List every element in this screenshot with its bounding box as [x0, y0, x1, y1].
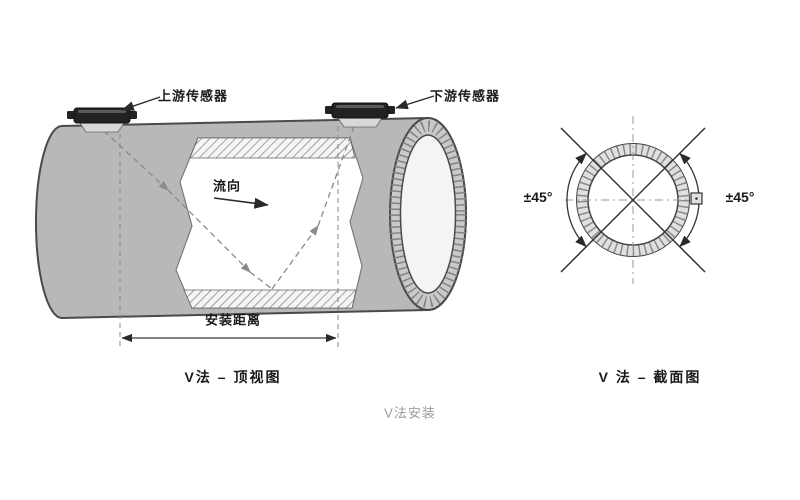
pipe-top-view — [35, 95, 467, 347]
pipe-cutaway — [175, 137, 364, 309]
figure-caption: V法安装 — [384, 405, 436, 421]
downstream-sensor-label: 下游传感器 — [429, 88, 501, 104]
flow-direction-arrow — [213, 197, 269, 209]
angle-arc-left — [566, 152, 587, 248]
pipe-cross-section — [560, 116, 706, 284]
downstream-leader-arrow — [395, 95, 435, 110]
downstream-sensor — [325, 102, 395, 128]
install-distance-label: 安装距离 — [204, 312, 262, 328]
section-view-caption: V 法 – 截面图 — [598, 369, 702, 385]
angle-right-label: ±45° — [725, 189, 755, 205]
section-diagonal-paths — [560, 127, 706, 273]
pipe-wall-top-hatch — [189, 137, 356, 159]
section-sensor-marker — [690, 192, 703, 205]
ultrasonic-v-path — [103, 120, 357, 290]
upstream-leader-arrow — [121, 96, 161, 111]
dimension-extension-lines — [119, 126, 339, 347]
angle-left-label: ±45° — [523, 189, 553, 205]
upstream-sensor — [67, 107, 137, 133]
pipe-opening — [389, 117, 467, 311]
flow-direction-label: 流向 — [212, 178, 242, 194]
pipe-wall-bottom-hatch — [183, 289, 357, 309]
upstream-sensor-label: 上游传感器 — [157, 88, 229, 104]
top-view-caption: V法 – 顶视图 — [184, 369, 282, 385]
